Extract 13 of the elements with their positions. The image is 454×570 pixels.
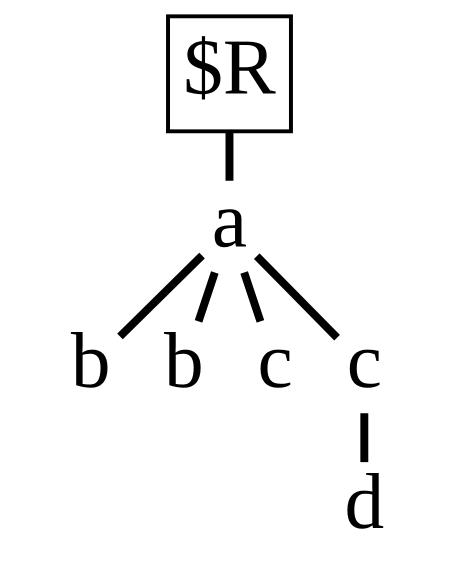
connector bbox=[225, 132, 233, 181]
node-text: c bbox=[256, 317, 292, 406]
connector bbox=[360, 413, 368, 462]
node-text: b bbox=[70, 317, 110, 406]
node-text: d bbox=[344, 458, 384, 546]
connector bbox=[253, 253, 340, 340]
node-text: c bbox=[346, 317, 382, 406]
node-text: b bbox=[164, 317, 204, 406]
connector bbox=[116, 252, 204, 340]
node-box: $R bbox=[166, 14, 292, 134]
connector bbox=[240, 271, 264, 323]
connector bbox=[194, 271, 218, 323]
node-text: a bbox=[211, 176, 247, 264]
